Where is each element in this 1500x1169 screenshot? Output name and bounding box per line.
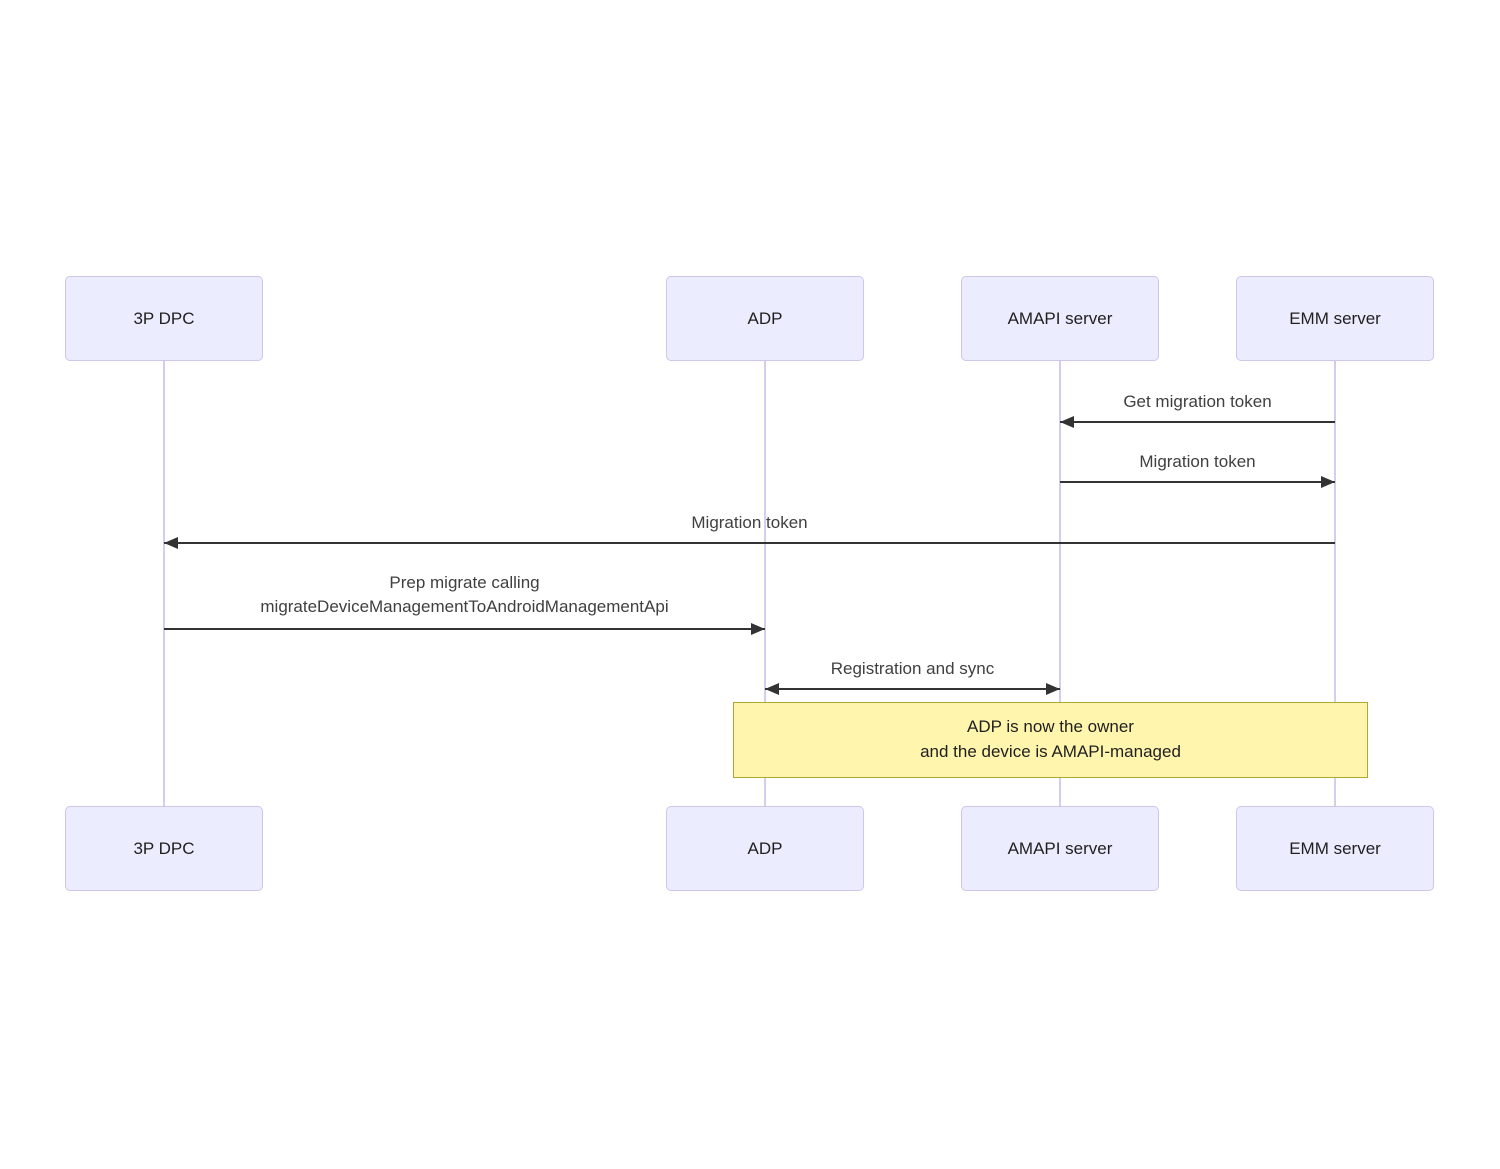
actor-label: EMM server — [1289, 308, 1381, 328]
actor-3p-dpc-top: 3P DPC — [65, 276, 263, 361]
actor-adp-bottom: ADP — [666, 806, 864, 891]
arrow-left-icon — [765, 683, 779, 695]
message-label-line: Prep migrate calling — [389, 573, 540, 592]
actor-label: 3P DPC — [133, 838, 195, 858]
note-text-line: and the device is AMAPI-managed — [920, 742, 1181, 761]
message-line — [1060, 421, 1335, 423]
lifeline-amapi-server — [1059, 361, 1061, 806]
message-label: Get migration token — [1123, 392, 1272, 411]
arrow-right-icon — [1046, 683, 1060, 695]
lifeline-3p-dpc — [163, 361, 165, 806]
arrow-right-icon — [1321, 476, 1335, 488]
note-text-line: ADP is now the owner — [967, 717, 1134, 736]
message-line — [164, 542, 1335, 544]
actor-amapi-server-top: AMAPI server — [961, 276, 1159, 361]
arrow-right-icon — [751, 623, 765, 635]
actor-label: AMAPI server — [1007, 838, 1113, 858]
actor-label: ADP — [747, 838, 783, 858]
message-label: Migration token — [1139, 452, 1256, 471]
message-label: Migration token — [691, 513, 808, 532]
actor-label: AMAPI server — [1007, 308, 1113, 328]
actor-3p-dpc-bottom: 3P DPC — [65, 806, 263, 891]
lifeline-adp — [764, 361, 766, 806]
message-label-line: migrateDeviceManagementToAndroidManageme… — [260, 597, 669, 616]
arrow-left-icon — [1060, 416, 1074, 428]
actor-label: 3P DPC — [133, 308, 195, 328]
actor-emm-server-top: EMM server — [1236, 276, 1434, 361]
actor-adp-top: ADP — [666, 276, 864, 361]
note-adp-owner: ADP is now the owner and the device is A… — [733, 702, 1368, 778]
arrow-left-icon — [164, 537, 178, 549]
actor-emm-server-bottom: EMM server — [1236, 806, 1434, 891]
message-line — [1060, 481, 1335, 483]
message-label: Registration and sync — [830, 659, 995, 678]
message-label: Prep migrate calling migrateDeviceManage… — [164, 571, 765, 619]
lifeline-emm-server — [1334, 361, 1336, 806]
actor-label: EMM server — [1289, 838, 1381, 858]
actor-label: ADP — [747, 308, 783, 328]
message-line — [765, 688, 1060, 690]
message-line — [164, 628, 765, 630]
actor-amapi-server-bottom: AMAPI server — [961, 806, 1159, 891]
